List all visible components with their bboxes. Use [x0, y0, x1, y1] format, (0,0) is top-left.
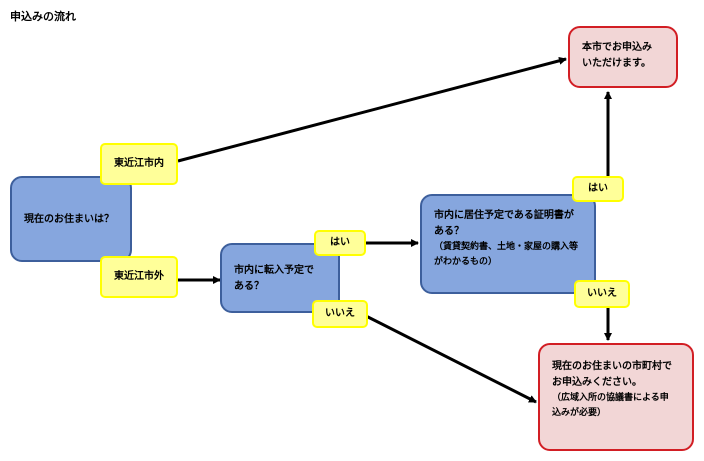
node-apply-in-city-line-2: いただけます。 — [582, 58, 651, 69]
label-yes-certificate: はい — [572, 176, 624, 202]
label-no-moving: いいえ — [312, 300, 368, 328]
node-apply-current-municipality: 現在のお住まいの市町村で お申込みください。 （広域入所の協議書による申 込みが… — [538, 343, 694, 451]
label-yes-moving: はい — [314, 230, 366, 256]
node-apply-in-city-line-1: 本市でお申込み — [582, 42, 652, 53]
node-moving-question-line-1: 市内に転入予定で — [234, 265, 314, 276]
node-apply-in-city: 本市でお申込み いただけます。 — [568, 26, 678, 88]
node-apply-home-note-2: 込みが必要） — [552, 408, 607, 418]
arrow-inside-to-apply-city — [177, 56, 567, 163]
label-inside-city: 東近江市内 — [100, 143, 178, 185]
node-apply-home-note-1: （広域入所の協議書による申 — [552, 393, 669, 403]
node-certificate-line-1: 市内に居住予定である証明書が — [434, 210, 574, 221]
node-apply-home-line-1: 現在のお住まいの市町村で — [552, 361, 672, 372]
page-title: 申込みの流れ — [10, 10, 76, 23]
node-certificate-question: 市内に居住予定である証明書が ある？ （賃貸契約書、土地・家屋の購入等 がわかる… — [420, 194, 596, 294]
arrow-no-to-apply-home — [361, 312, 537, 404]
node-apply-home-line-2: お申込みください。 — [552, 377, 642, 388]
node-moving-question-line-2: ある？ — [234, 281, 264, 292]
node-certificate-note-1: （賃貸契約書、土地・家屋の購入等 — [434, 242, 579, 252]
node-certificate-line-2: ある？ — [434, 226, 464, 237]
node-current-residence-text: 現在のお住まいは？ — [24, 214, 114, 225]
label-no-certificate: いいえ — [574, 280, 630, 308]
label-outside-city: 東近江市外 — [100, 256, 178, 298]
node-current-residence: 現在のお住まいは？ — [10, 176, 132, 262]
node-certificate-note-2: がわかるもの） — [434, 257, 498, 267]
